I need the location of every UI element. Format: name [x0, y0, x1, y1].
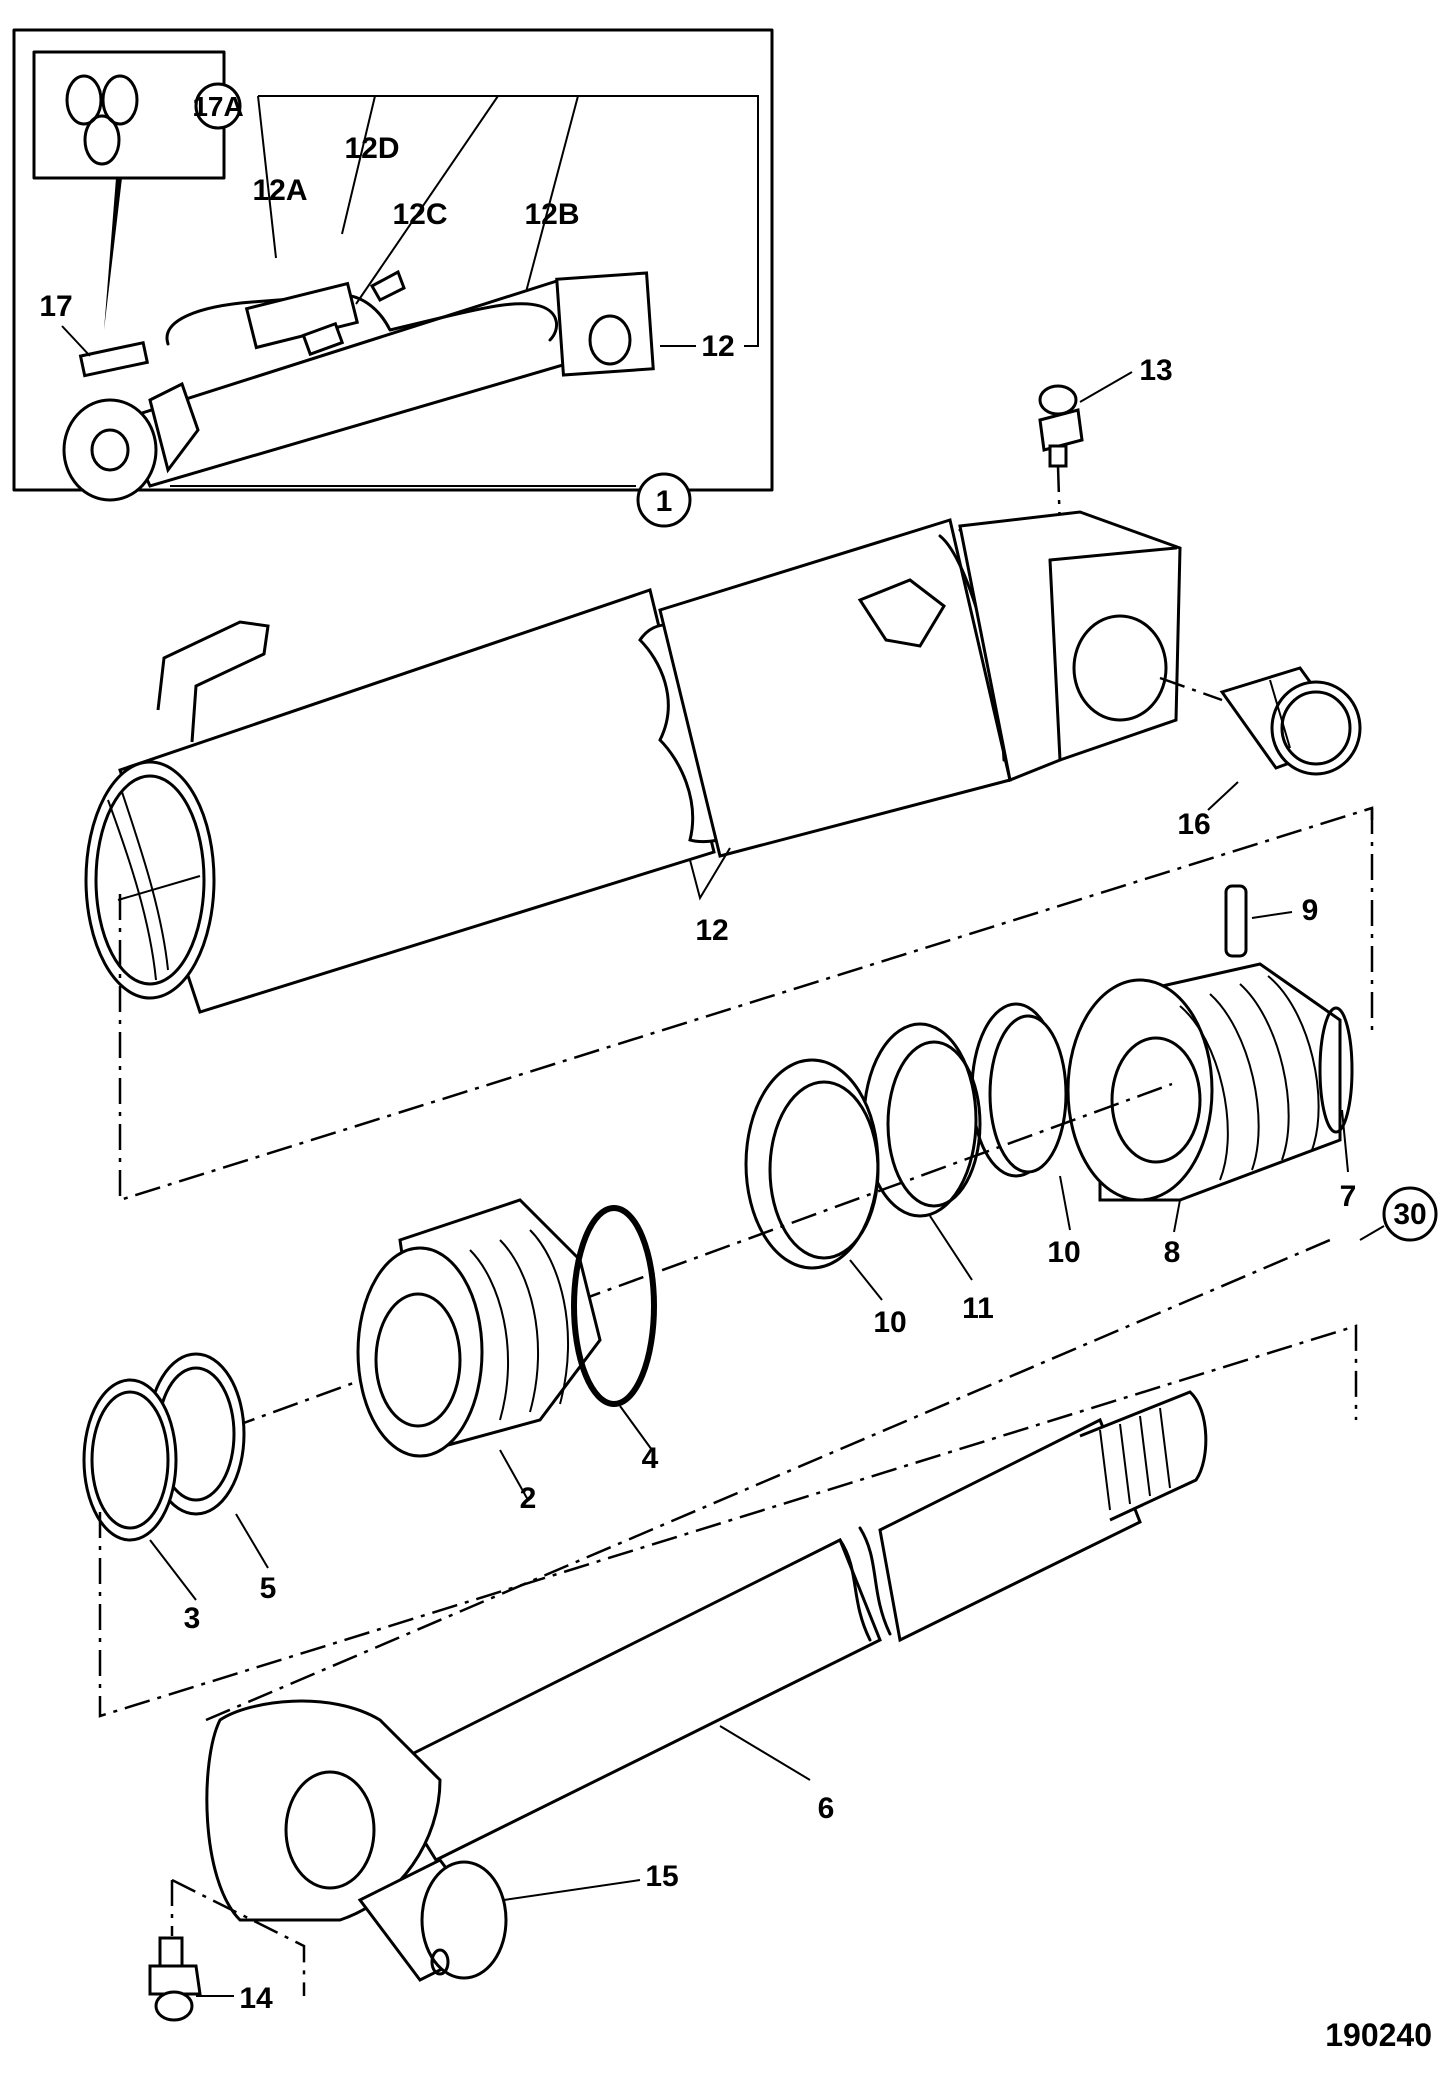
- wear-ring-10-front: [744, 1058, 880, 1270]
- seal-11: [862, 1022, 982, 1218]
- wiper-3: [82, 1378, 178, 1542]
- label-12d: 12D: [344, 132, 399, 165]
- label-10-front: 10: [873, 1306, 906, 1339]
- label-11: 11: [962, 1292, 994, 1325]
- label-7: 7: [1340, 1180, 1357, 1213]
- label-12a: 12A: [252, 174, 307, 207]
- bush-15: [357, 1858, 508, 1982]
- bush-16: [1159, 666, 1362, 776]
- wear-ring-10-rear: [970, 1002, 1068, 1178]
- label-4: 4: [642, 1442, 659, 1475]
- piston-8: [1066, 962, 1354, 1202]
- kit-leader: [104, 178, 122, 330]
- o-ring-icon: [65, 74, 139, 166]
- label-6: 6: [818, 1792, 835, 1825]
- label-14: 14: [239, 1982, 273, 2015]
- grease-nipple-14: [148, 1878, 306, 2022]
- kit-30-badge: [1382, 1186, 1438, 1242]
- label-30: 30: [1393, 1198, 1426, 1231]
- label-15: 15: [645, 1860, 678, 1893]
- label-1: 1: [656, 485, 673, 518]
- grease-nipple-13: [1038, 371, 1133, 547]
- label-8: 8: [1164, 1236, 1181, 1269]
- kit-17a-badge: [194, 82, 242, 130]
- kit-17a-label: 17A: [192, 91, 243, 122]
- label-10-rear: 10: [1047, 1236, 1080, 1269]
- label-13: 13: [1139, 354, 1172, 387]
- gland-head-2: [356, 1198, 602, 1458]
- label-16: 16: [1177, 808, 1210, 841]
- inset-assembly-view: 17A 12A 12D 12C 12B 12: [12, 28, 774, 528]
- seal-kit-line: [205, 1238, 1331, 1722]
- pin-9: [1224, 884, 1248, 958]
- label-12c: 12C: [392, 198, 447, 231]
- label-9: 9: [1302, 894, 1319, 927]
- piston-axis: [229, 1082, 1173, 1430]
- label-3: 3: [184, 1602, 201, 1635]
- label-inset-17: 17: [39, 290, 72, 323]
- label-inset-12: 12: [701, 330, 734, 363]
- label-2: 2: [520, 1482, 537, 1515]
- inset-cylinder: [62, 269, 655, 502]
- group-bracket: [258, 95, 759, 347]
- figure-reference-number: 190240: [1325, 2017, 1432, 2053]
- label-12: 12: [695, 914, 728, 947]
- label-5: 5: [260, 1572, 277, 1605]
- cylinder-barrel-12: [84, 510, 1182, 1014]
- o-ring-4: [571, 1205, 657, 1407]
- piston-rod-6: [205, 1390, 1208, 1922]
- label-12b: 12B: [524, 198, 579, 231]
- assembly-1-badge: [636, 472, 692, 528]
